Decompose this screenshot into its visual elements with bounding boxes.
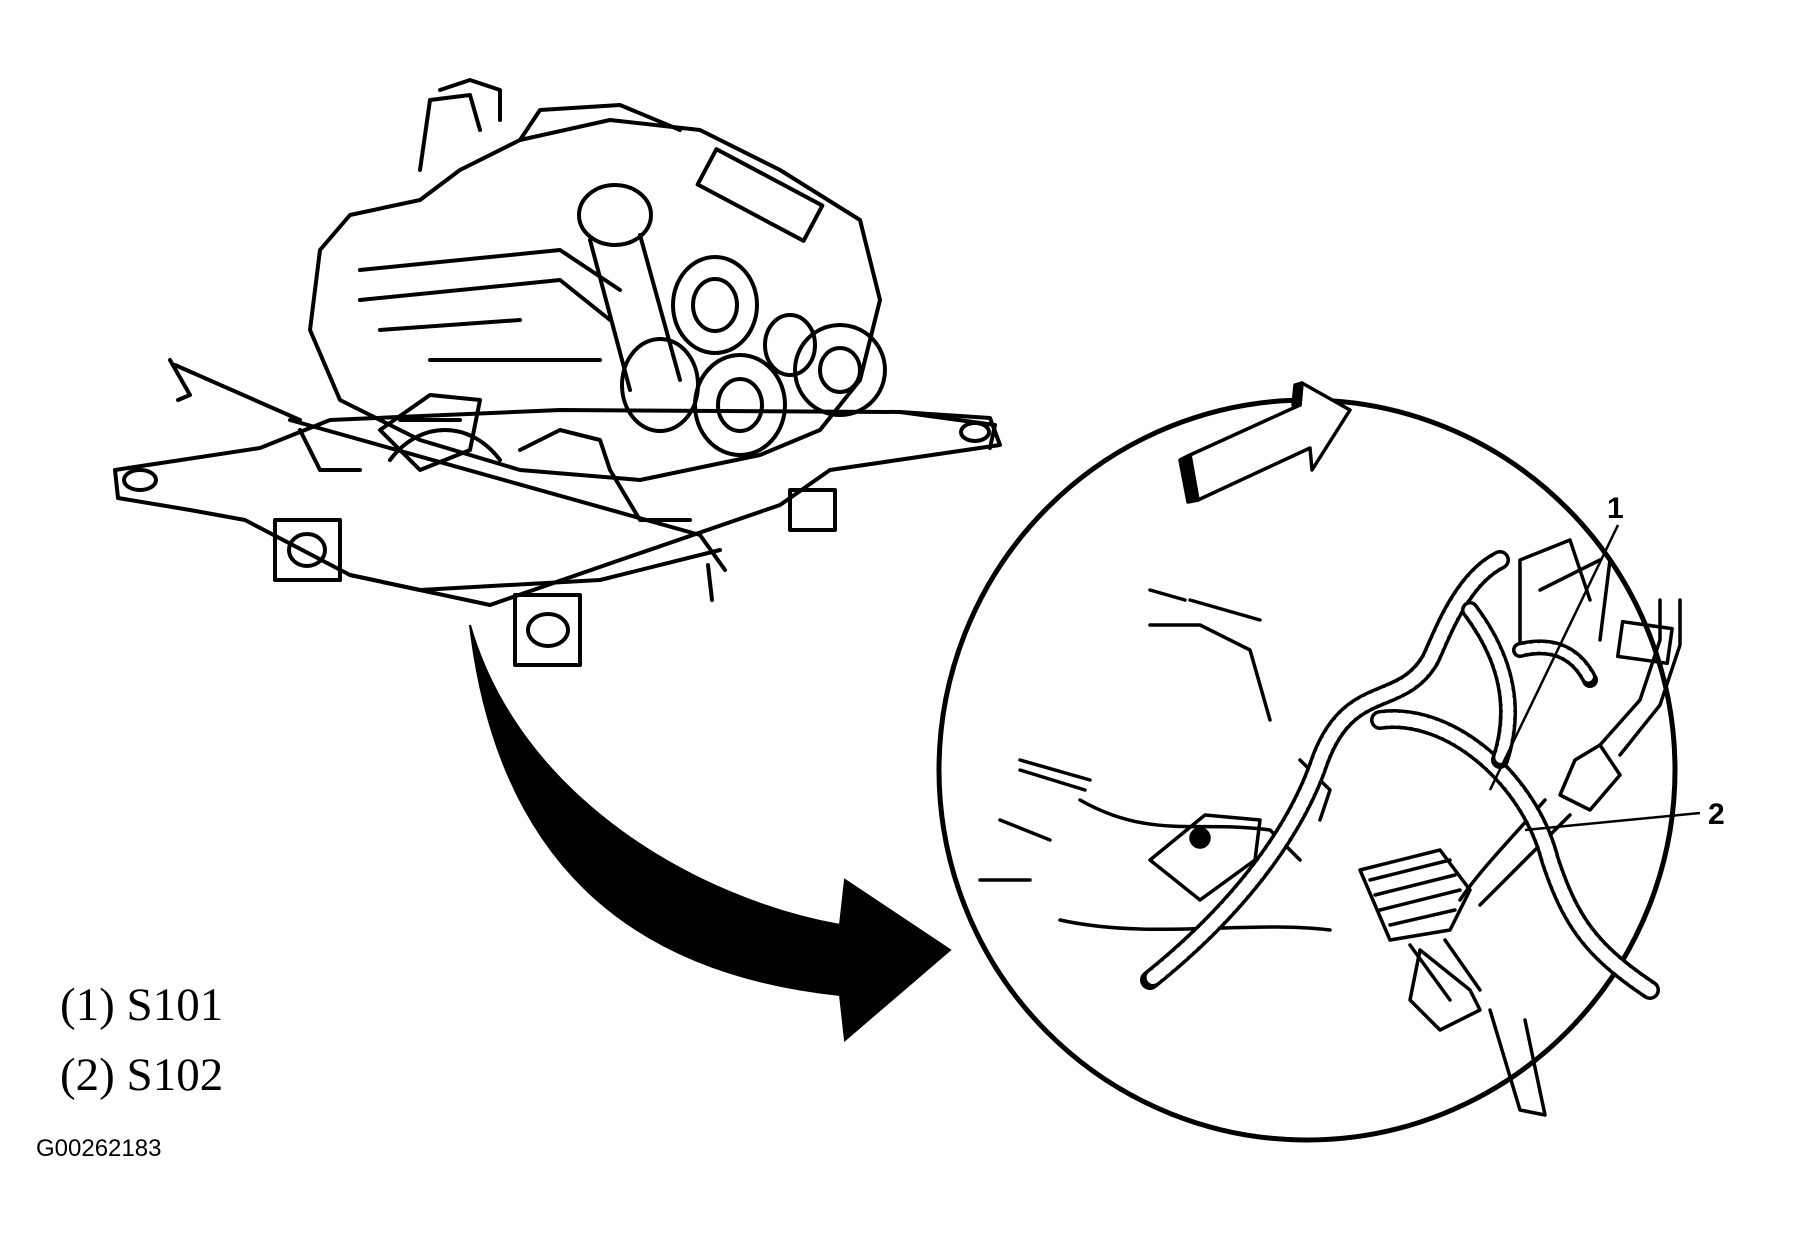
wiring-harness [1140, 550, 1660, 1000]
callout-1: 1 [1607, 492, 1624, 525]
engine-illustration [113, 78, 1002, 667]
figure-id: G00262183 [36, 1135, 162, 1162]
legend-item-s102: (2) S102 [60, 1049, 224, 1101]
callout-1-leader [1488, 524, 1620, 791]
callout-2-leader [1524, 811, 1701, 832]
callout-2: 2 [1708, 798, 1725, 831]
legend-item-s101: (1) S101 [60, 979, 224, 1031]
callout-leaders [1488, 524, 1701, 832]
curved-arrow [469, 624, 952, 1042]
bolt [1189, 827, 1211, 849]
